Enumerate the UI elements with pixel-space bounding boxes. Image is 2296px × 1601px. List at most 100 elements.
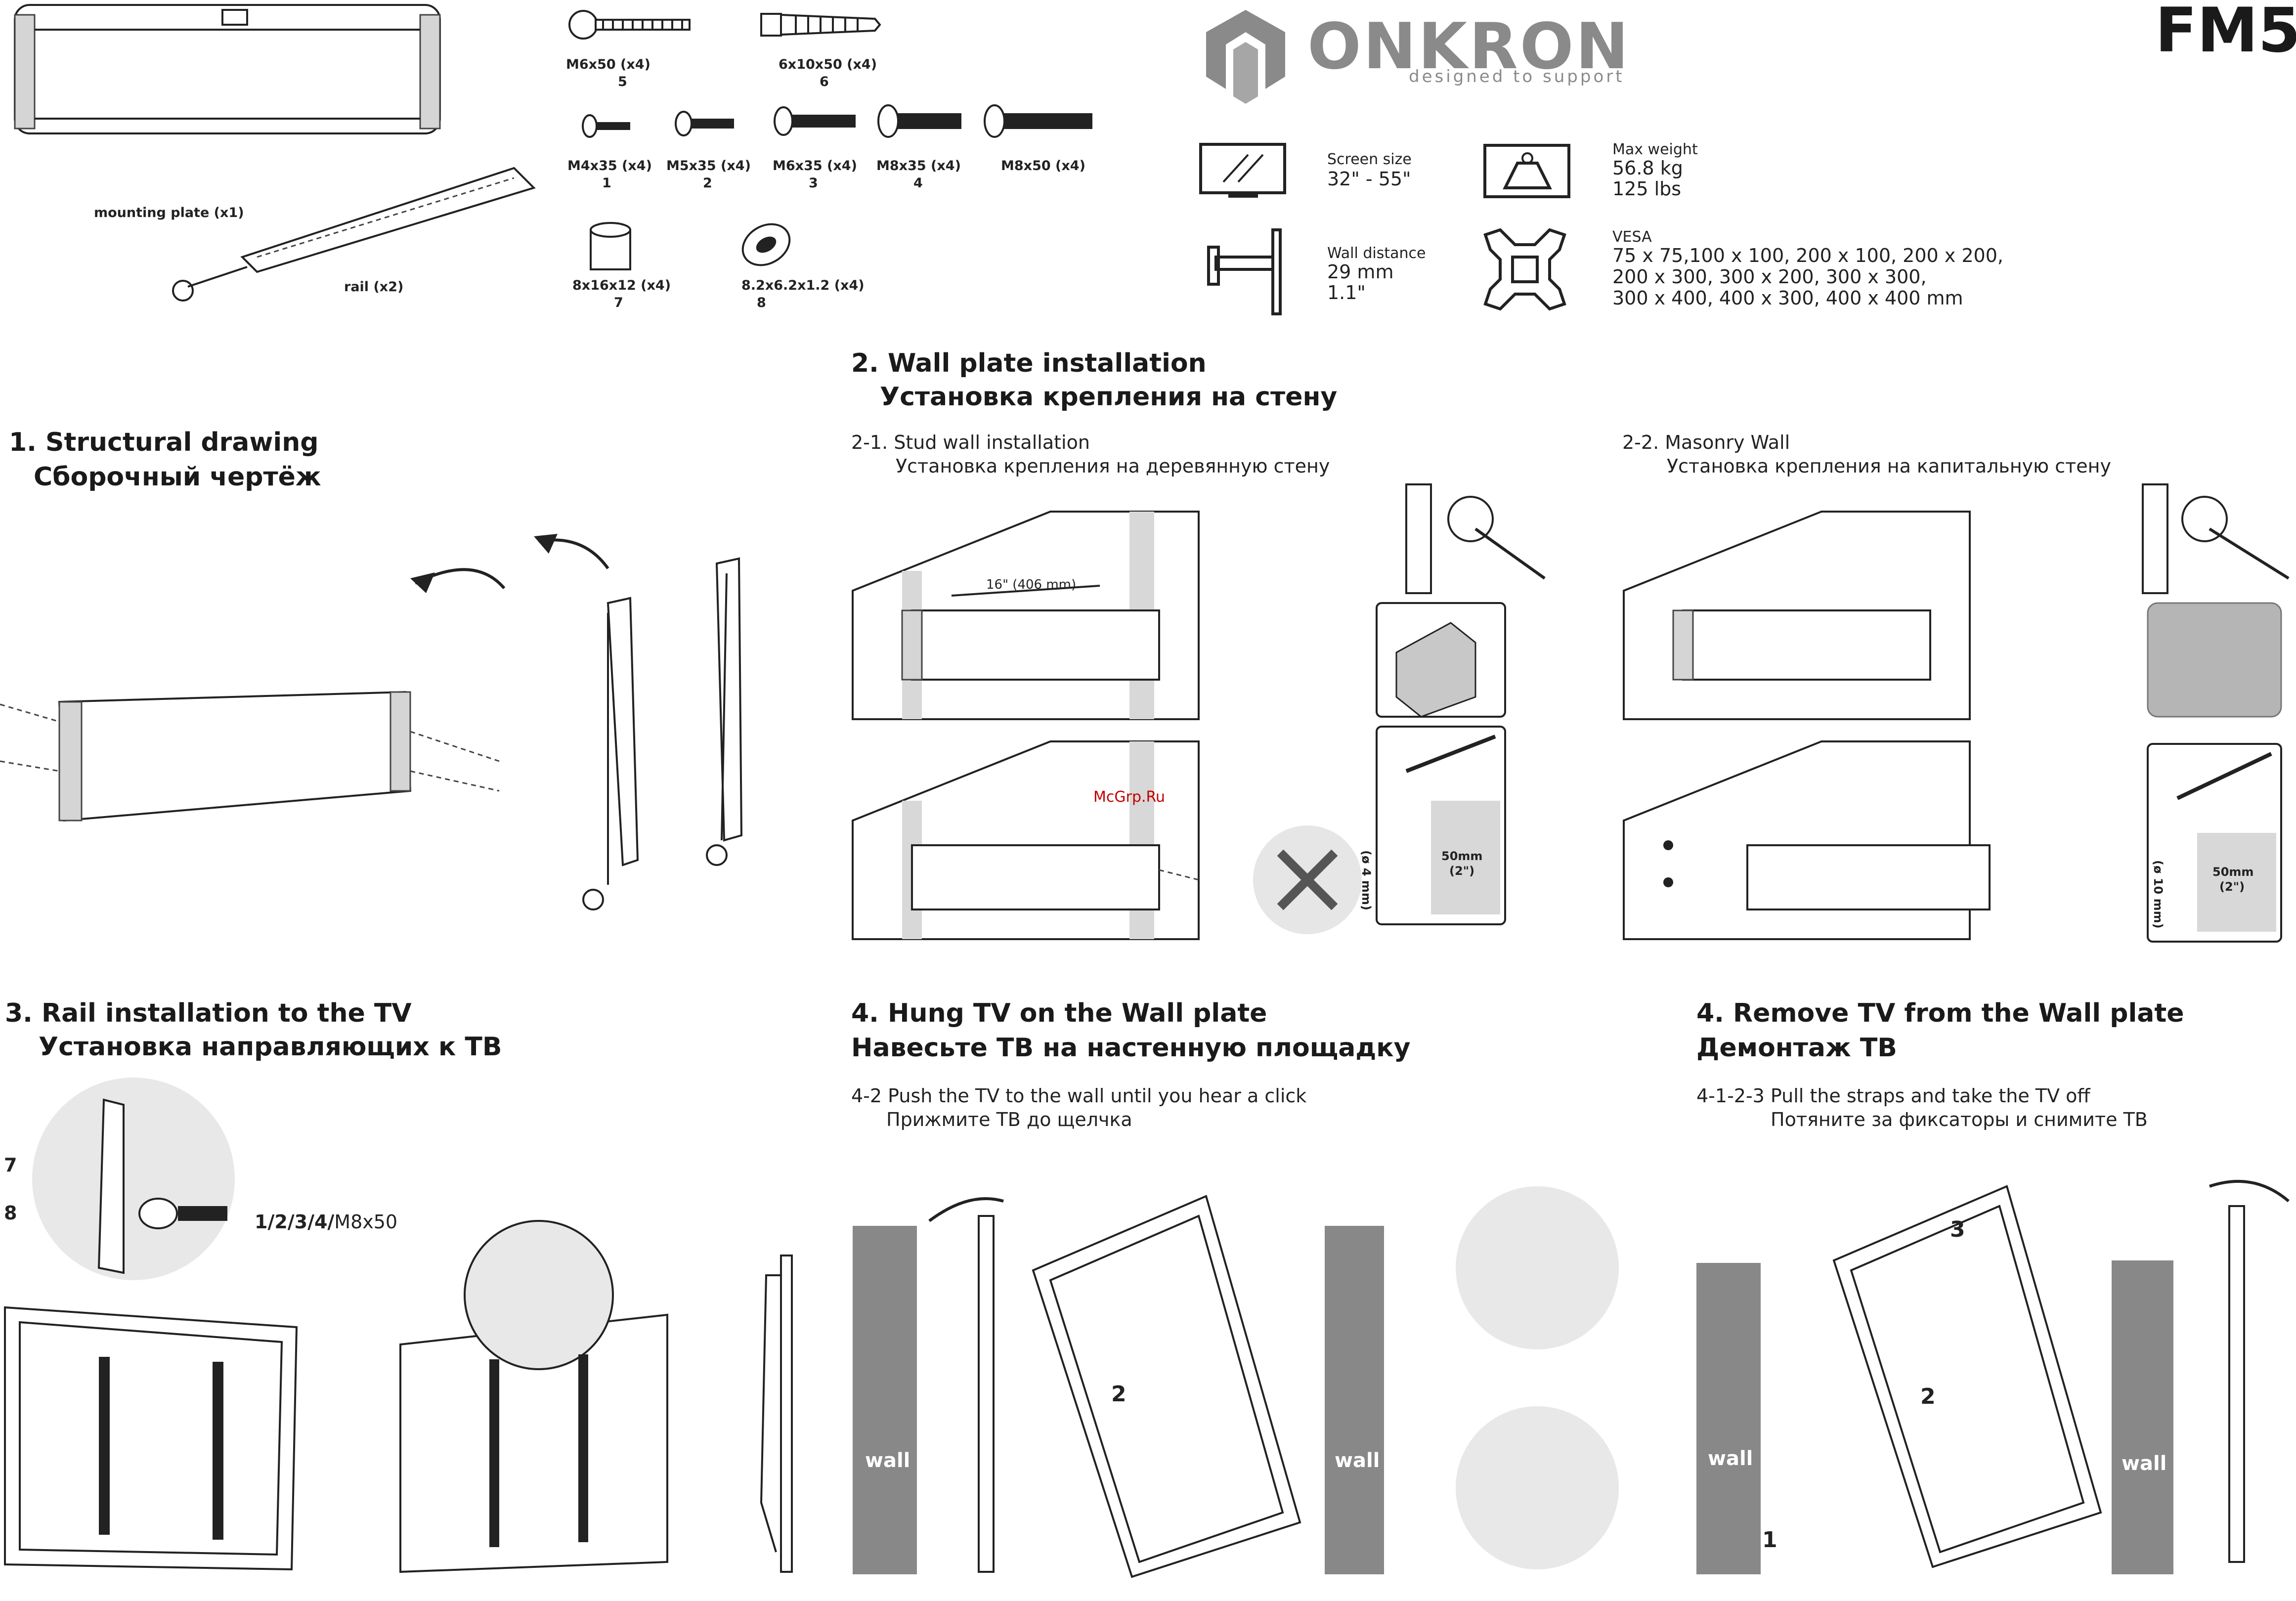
washer-8-spec: 8.2x6.2x1.2 (x4) bbox=[741, 278, 865, 293]
wall-distance-mm: 29 mm bbox=[1327, 261, 1394, 283]
callout-7: 7 bbox=[4, 1154, 17, 1176]
structural-drawing bbox=[0, 514, 801, 924]
screw-2-spec: M5x35 (x4) bbox=[666, 158, 751, 173]
mounting-plate-label: mounting plate (x1) bbox=[94, 205, 244, 220]
screw-4-num: 4 bbox=[913, 175, 923, 191]
vesa-line-3: 300 x 400, 400 x 300, 400 x 400 mm bbox=[1612, 287, 1963, 309]
brand-name: ONKRON bbox=[1307, 10, 1631, 84]
section-4a-title: 4. Hung TV on the Wall plate bbox=[851, 998, 1267, 1028]
section-4b-sub-ru: Потяните за фиксаторы и снимите ТВ bbox=[1771, 1109, 2148, 1130]
wall-label-4b: wall bbox=[1708, 1447, 1753, 1470]
section-2-title: 2. Wall plate installation bbox=[851, 348, 1207, 378]
screw-2-num: 2 bbox=[703, 175, 712, 191]
section-4b-title: 4. Remove TV from the Wall plate bbox=[1696, 998, 2184, 1028]
drill-size-masonry: (ø 10 mm) bbox=[2151, 860, 2165, 929]
drill-depth-stud: 50mm bbox=[1441, 849, 1483, 863]
washer-8-num: 8 bbox=[757, 295, 766, 310]
concrete-panel bbox=[2147, 602, 2282, 718]
wood-panel bbox=[1376, 602, 1506, 718]
wall-distance-label: Wall distance bbox=[1327, 245, 1426, 262]
drill-depth-panel-stud bbox=[1376, 726, 1506, 925]
section-2-1-title-ru: Установка крепления на деревянную стену bbox=[896, 455, 1330, 477]
section-1-title: 1. Structural drawing bbox=[9, 428, 319, 457]
wall-panel-4b bbox=[1696, 1263, 1761, 1574]
drill-depth-masonry: 50mm bbox=[2212, 865, 2254, 879]
step-2-4b: 2 bbox=[1920, 1384, 1936, 1409]
wall-panel-4b-2 bbox=[2112, 1260, 2173, 1574]
anchor-6-num: 6 bbox=[820, 74, 829, 89]
watermark: McGrp.Ru bbox=[1093, 788, 1166, 806]
screw-1-num: 1 bbox=[602, 175, 611, 191]
tv-remove-side bbox=[2200, 1167, 2294, 1577]
tv-hang-side bbox=[924, 1181, 1004, 1577]
section-3-title-ru: Установка направляющих к ТВ bbox=[39, 1032, 502, 1062]
spacer-7-spec: 8x16x12 (x4) bbox=[572, 278, 671, 293]
callout-screws-spec: M8x50 bbox=[334, 1211, 398, 1233]
drill-depth-stud-in: (2") bbox=[1449, 864, 1475, 878]
max-weight-kg: 56.8 kg bbox=[1612, 157, 1683, 179]
wall-label-4b-2: wall bbox=[2122, 1452, 2167, 1475]
tv-side-view bbox=[707, 1255, 796, 1573]
step-1-4b: 1 bbox=[1762, 1527, 1777, 1553]
wall-panel-4a bbox=[853, 1226, 917, 1574]
spacer-7-num: 7 bbox=[614, 295, 623, 310]
max-weight-lbs: 125 lbs bbox=[1612, 178, 1682, 200]
section-4a-sub: 4-2 Push the TV to the wall until you he… bbox=[851, 1085, 1307, 1107]
section-4b-sub: 4-1-2-3 Pull the straps and take the TV … bbox=[1696, 1085, 2090, 1107]
section-4b-title-ru: Демонтаж ТВ bbox=[1696, 1033, 1897, 1063]
masonry-wall-diagram-top bbox=[1623, 511, 1971, 720]
section-4a-title-ru: Навесьте ТВ на настенную площадку bbox=[851, 1033, 1411, 1063]
vesa-line-2: 200 x 300, 300 x 200, 300 x 300, bbox=[1612, 266, 1927, 288]
step-2-4a: 2 bbox=[1111, 1382, 1126, 1407]
step-3-4b: 3 bbox=[1950, 1217, 1965, 1242]
stud-finder-panel-masonry bbox=[2140, 483, 2294, 594]
stud-spacing-label: 16" (406 mm) bbox=[986, 577, 1077, 592]
section-1-title-ru: Сборочный чертёж bbox=[34, 462, 321, 492]
max-weight-label: Max weight bbox=[1612, 141, 1698, 158]
section-3-title: 3. Rail installation to the TV bbox=[5, 998, 412, 1028]
rail-detail-circle bbox=[30, 1075, 237, 1283]
screen-size-label: Screen size bbox=[1327, 151, 1412, 168]
drill-size-stud: (ø 4 mm) bbox=[1359, 850, 1373, 910]
vesa-label: VESA bbox=[1612, 228, 1652, 246]
screw-4-spec: M8x35 (x4) bbox=[876, 158, 961, 173]
section-4a-sub-ru: Прижмите ТВ до щелчка bbox=[886, 1109, 1132, 1130]
screw-5-num: 5 bbox=[618, 74, 627, 89]
screen-size-value: 32" - 55" bbox=[1327, 168, 1411, 190]
callout-8: 8 bbox=[4, 1202, 17, 1224]
mounting-plate-illustration bbox=[5, 0, 450, 138]
screw-5-spec: M6x50 (x4) bbox=[566, 57, 650, 72]
callout-screws-nums: 1/2/3/4/ bbox=[255, 1211, 335, 1233]
drill-depth-panel-masonry bbox=[2147, 743, 2282, 943]
wall-label-4a: wall bbox=[865, 1449, 910, 1472]
callout-screws: 1/2/3/4/M8x50 bbox=[255, 1211, 397, 1233]
vesa-line-1: 75 x 75,100 x 100, 200 x 100, 200 x 200, bbox=[1612, 245, 2003, 266]
brand-tagline: designed to support bbox=[1409, 67, 1625, 87]
tv-remove-front bbox=[1829, 1176, 2106, 1572]
rail-illustration bbox=[158, 158, 544, 306]
wall-label-4a-2: wall bbox=[1335, 1449, 1380, 1472]
section-2-1-title: 2-1. Stud wall installation bbox=[851, 432, 1090, 453]
masonry-wall-diagram-bottom bbox=[1623, 740, 1991, 940]
model-number: FM5 bbox=[2155, 0, 2296, 66]
anchor-6-spec: 6x10x50 (x4) bbox=[779, 57, 877, 72]
tv-hang-front bbox=[1028, 1186, 1305, 1582]
drill-depth-masonry-in: (2") bbox=[2219, 880, 2245, 894]
tv-back-rails bbox=[4, 1302, 302, 1574]
screw-1-spec: M4x35 (x4) bbox=[567, 158, 652, 173]
tv-back-rails-detail bbox=[399, 1216, 746, 1573]
section-2-2-title-ru: Установка крепления на капитальную стену bbox=[1667, 455, 2111, 477]
screw-3-num: 3 bbox=[809, 175, 818, 191]
click-detail-bottom bbox=[1453, 1404, 1621, 1572]
screw-3-spec: M6x35 (x4) bbox=[773, 158, 857, 173]
rail-label: rail (x2) bbox=[344, 279, 404, 295]
wall-distance-in: 1.1" bbox=[1327, 282, 1366, 303]
section-2-title-ru: Установка крепления на стену bbox=[880, 382, 1338, 412]
stud-finder-panel bbox=[1377, 483, 1547, 594]
stud-wall-diagram-bottom bbox=[852, 740, 1200, 940]
section-2-2-title: 2-2. Masonry Wall bbox=[1622, 432, 1790, 453]
click-detail-top bbox=[1453, 1184, 1621, 1352]
stud-wall-diagram-top bbox=[852, 511, 1200, 720]
wall-panel-4a-2 bbox=[1325, 1226, 1384, 1574]
screw-m8x50-spec: M8x50 (x4) bbox=[1001, 158, 1085, 173]
